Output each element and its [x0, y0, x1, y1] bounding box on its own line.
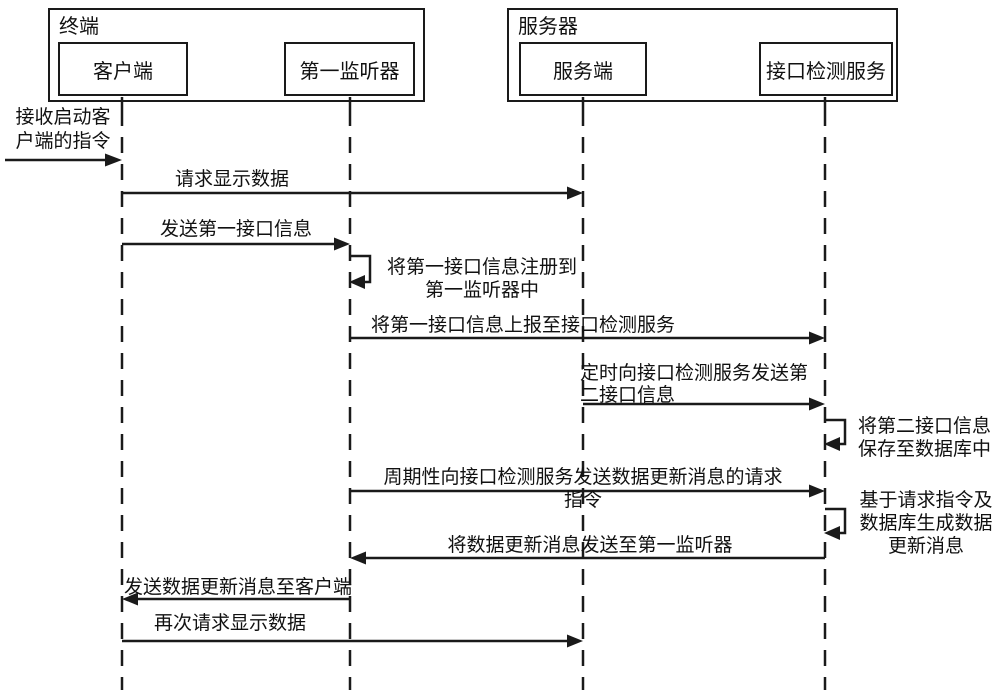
participant-server-side-label: 服务端 [553, 60, 613, 83]
participant-first-listener-label: 第一监听器 [299, 60, 400, 83]
arrow-send-first-interface-info [122, 237, 350, 251]
arrow-timed-send-second-interface-info [583, 397, 825, 411]
participant-client: 客户端 [58, 42, 188, 96]
group-server: 服务器 [507, 8, 898, 102]
label-send-update-message-to-listener: 将数据更新消息发送至第一监听器 [447, 535, 733, 556]
arrow-periodic-request-update-message [350, 484, 825, 498]
label-report-first-interface-info: 将第一接口信息上报至接口检测服务 [370, 315, 676, 336]
label-request-display-data-again: 再次请求显示数据 [153, 613, 307, 634]
participant-interface-detection-service: 接口检测服务 [759, 42, 893, 96]
participant-first-listener: 第一监听器 [284, 42, 415, 96]
participant-interface-detection-service-label: 接口检测服务 [766, 60, 886, 83]
group-terminal: 终端 [48, 8, 425, 102]
label-send-update-message-to-client: 发送数据更新消息至客户端 [123, 577, 353, 598]
self-loop-generate-update-message [824, 507, 847, 540]
group-terminal-label: 终端 [59, 16, 99, 38]
arrow-report-first-interface-info [350, 331, 825, 345]
label-save-second-interface-info: 将第二接口信息 保存至数据库中 [858, 416, 992, 460]
label-receive-start-instruction: 接收启动客 户端的指令 [15, 107, 111, 152]
participant-client-label: 客户端 [93, 60, 153, 83]
arrow-receive-start-instruction [5, 153, 122, 167]
arrow-send-update-message-to-listener [350, 551, 825, 565]
label-register-first-interface-info: 将第一接口信息注册到 第一监听器中 [386, 257, 578, 301]
label-send-first-interface-info: 发送第一接口信息 [159, 219, 313, 240]
arrow-request-display-data-again [122, 634, 583, 648]
label-generate-update-message: 基于请求指令及 数据库生成数据 更新消息 [859, 490, 993, 557]
label-request-display-data: 请求显示数据 [174, 169, 290, 190]
self-loop-save-second-interface-info [824, 418, 847, 451]
arrow-request-display-data [122, 186, 583, 200]
group-server-label: 服务器 [518, 16, 578, 38]
self-loop-register-first-interface-info [349, 254, 372, 289]
label-periodic-request-update-message: 周期性向接口检测服务发送数据更新消息的请求指令 [383, 467, 783, 511]
arrow-send-update-message-to-client [122, 592, 350, 606]
participant-server-side: 服务端 [519, 42, 647, 96]
label-timed-send-second-interface-info: 定时向接口检测服务发送第 二接口信息 [580, 363, 809, 406]
